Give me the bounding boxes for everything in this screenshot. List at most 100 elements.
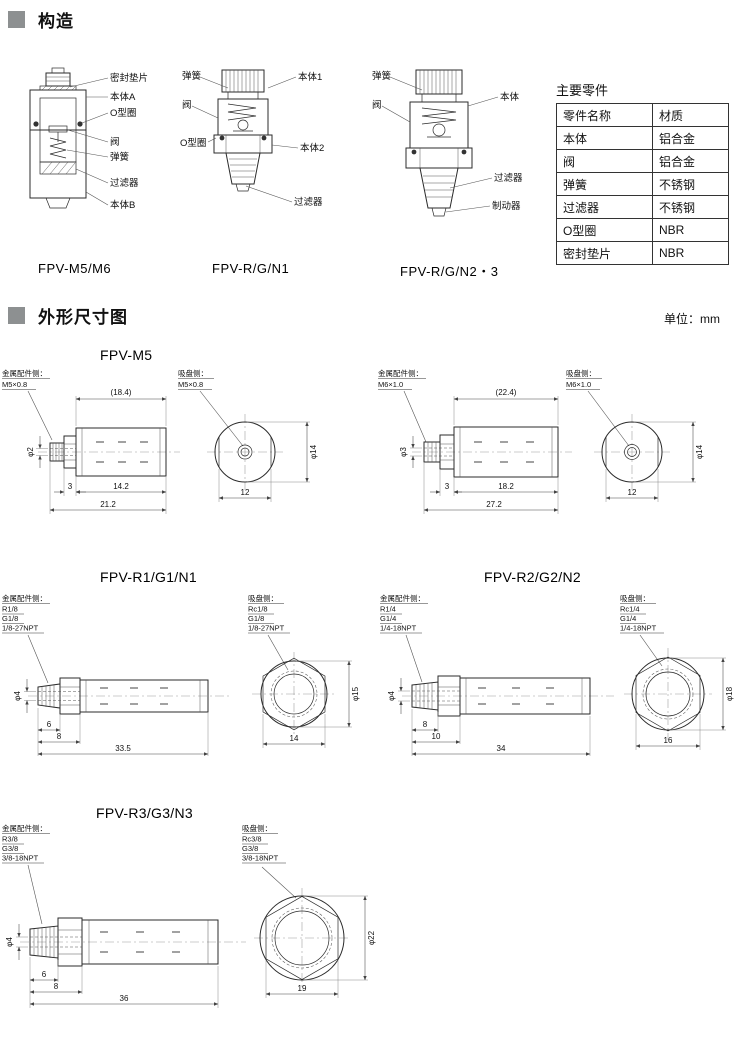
- table-row: 弹簧不锈钢: [556, 172, 729, 196]
- label-o-ring: O型圈: [180, 138, 206, 149]
- pad-thread-3: 1/4-18NPT: [620, 624, 657, 633]
- pad-side-label: 吸盘侧：: [248, 593, 278, 603]
- dim-total: 34: [497, 744, 506, 753]
- fitting-side-label: 金属配件侧：: [2, 593, 47, 603]
- label-body-b: 本体B: [110, 199, 135, 211]
- label-filter: 过滤器: [494, 172, 523, 184]
- thread-labels: 金属配件侧： R1/4 G1/4 1/4-18NPT 吸盘侧： Rc1/4 G1…: [380, 593, 664, 683]
- label-filter: 过滤器: [294, 196, 323, 208]
- fitting-side-label: 金属配件侧：: [380, 593, 425, 603]
- label-valve: 阀: [110, 136, 120, 148]
- fitting-thread: M5×0.8: [2, 380, 27, 389]
- fitting-thread-3: 1/4-18NPT: [380, 624, 417, 633]
- end-view: 12 φ14: [207, 414, 318, 502]
- dim-a: 6: [42, 970, 47, 979]
- structure-diagram-fpv-r-g-n1: 弹簧 阀 O型圈 本体1 本体2 过滤器: [180, 69, 324, 208]
- fitting-thread-1: R3/8: [2, 835, 18, 844]
- dim-b: 10: [432, 732, 441, 741]
- fitting-thread-2: G3/8: [2, 844, 18, 853]
- label-filter: 过滤器: [110, 177, 139, 189]
- thread-labels: 金属配件侧： R1/8 G1/8 1/8-27NPT 吸盘侧： Rc1/8 G1…: [2, 593, 290, 684]
- side-view: [49, 427, 167, 477]
- pad-thread-1: Rc3/8: [242, 835, 262, 844]
- dim-width: 16: [664, 736, 673, 745]
- side-view: [411, 675, 591, 717]
- pad-side-label: 吸盘侧：: [566, 368, 596, 378]
- fitting-thread-3: 1/8-27NPT: [2, 624, 39, 633]
- drawing-title-r2: FPV-R2/G2/N2: [484, 569, 581, 585]
- dim-width: 19: [298, 984, 307, 993]
- label-spring: 弹簧: [372, 70, 392, 82]
- dimension-drawing-fpv-r3: 金属配件侧： R3/8 G3/8 3/8-18NPT 吸盘侧： Rc3/8 G3…: [2, 823, 376, 1008]
- fitting-side-label: 金属配件侧：: [2, 823, 47, 833]
- valve-cross-section: [405, 69, 473, 217]
- dim-a: 3: [68, 482, 73, 491]
- structure-diagram-fpv-r-g-n23: 弹簧 阀 本体 过滤器 制动器: [372, 69, 523, 217]
- part-labels: 密封垫片 本体A O型圈 阀 弹簧 过滤器 本体B: [66, 72, 148, 211]
- dim-b: 8: [57, 732, 62, 741]
- dim-bore: φ4: [13, 691, 22, 701]
- dim-b: 8: [54, 982, 59, 991]
- label-body-a: 本体A: [110, 91, 136, 103]
- pad-thread-2: G1/8: [248, 614, 264, 623]
- section-header-dimensions: 外形尺寸图: [8, 303, 128, 328]
- side-view: [37, 677, 209, 715]
- section-marker-icon: [8, 11, 25, 28]
- fitting-thread-2: G1/4: [380, 614, 396, 623]
- fitting-thread-3: 3/8-18NPT: [2, 854, 39, 863]
- thread-labels: 金属配件侧： M5×0.8 吸盘侧： M5×0.8: [2, 368, 244, 447]
- dim-b: 18.2: [498, 482, 514, 491]
- dim-total: 33.5: [115, 744, 131, 753]
- pad-thread-1: Rc1/4: [620, 605, 640, 614]
- thread-labels: 金属配件侧： M6×1.0 吸盘侧： M6×1.0: [378, 368, 630, 447]
- pad-thread-2: G3/8: [242, 844, 258, 853]
- section-marker-icon: [8, 307, 25, 324]
- pad-thread: M6×1.0: [566, 380, 591, 389]
- drawing-title-m5: FPV-M5: [100, 347, 153, 363]
- table-header-row: 零件名称 材质: [556, 103, 729, 127]
- dim-dia: φ15: [351, 686, 360, 701]
- label-spring: 弹簧: [110, 151, 130, 163]
- label-body2: 本体2: [300, 142, 324, 154]
- dimension-annotations: (22.4) φ3 3 18.2 27.2: [399, 388, 559, 514]
- dim-bore: φ3: [399, 447, 408, 457]
- pad-side-label: 吸盘侧：: [242, 823, 272, 833]
- pad-side-label: 吸盘侧：: [178, 368, 208, 378]
- label-body: 本体: [500, 91, 520, 103]
- drawing-title-r3: FPV-R3/G3/N3: [96, 805, 193, 821]
- dim-width: 12: [241, 488, 250, 497]
- dimension-annotations: φ4 8 10 34: [387, 678, 591, 756]
- valve-cross-section: [213, 69, 273, 192]
- table-row: 阀铝合金: [556, 149, 729, 173]
- dim-bore: φ2: [26, 447, 35, 457]
- dim-bore: φ4: [387, 691, 396, 701]
- label-valve: 阀: [372, 99, 382, 111]
- caption-fpv-r-g-n23: FPV-R/G/N2・3: [400, 264, 499, 279]
- dim-total: 36: [120, 994, 129, 1003]
- fitting-thread-1: R1/4: [380, 605, 396, 614]
- label-spring: 弹簧: [182, 70, 202, 82]
- dim-top: (18.4): [111, 388, 132, 397]
- pad-thread: M5×0.8: [178, 380, 203, 389]
- col-material: 材质: [652, 103, 729, 127]
- dim-a: 6: [47, 720, 52, 729]
- structure-diagram-fpv-m5-m6: 密封垫片 本体A O型圈 阀 弹簧 过滤器 本体B: [29, 67, 148, 211]
- dimension-annotations: φ4 6 8 36: [5, 924, 219, 1008]
- col-part-name: 零件名称: [556, 103, 653, 127]
- fitting-thread-2: G1/8: [2, 614, 18, 623]
- part-labels: 弹簧 阀 O型圈 本体1 本体2 过滤器: [180, 70, 324, 208]
- section-title-structure: 构造: [38, 12, 74, 31]
- dimension-drawing-fpv-r1: 金属配件侧： R1/8 G1/8 1/8-27NPT 吸盘侧： Rc1/8 G1…: [2, 593, 360, 756]
- side-view: [29, 917, 219, 967]
- pad-thread-3: 3/8-18NPT: [242, 854, 279, 863]
- label-seal-gasket: 密封垫片: [110, 72, 148, 84]
- fitting-side-label: 金属配件侧：: [378, 368, 423, 378]
- fitting-side-label: 金属配件侧：: [2, 368, 47, 378]
- side-view: [423, 426, 559, 478]
- pad-thread-2: G1/4: [620, 614, 636, 623]
- end-view: 14 φ15: [252, 652, 360, 748]
- dim-top: (22.4): [496, 388, 517, 397]
- dim-width: 14: [290, 734, 299, 743]
